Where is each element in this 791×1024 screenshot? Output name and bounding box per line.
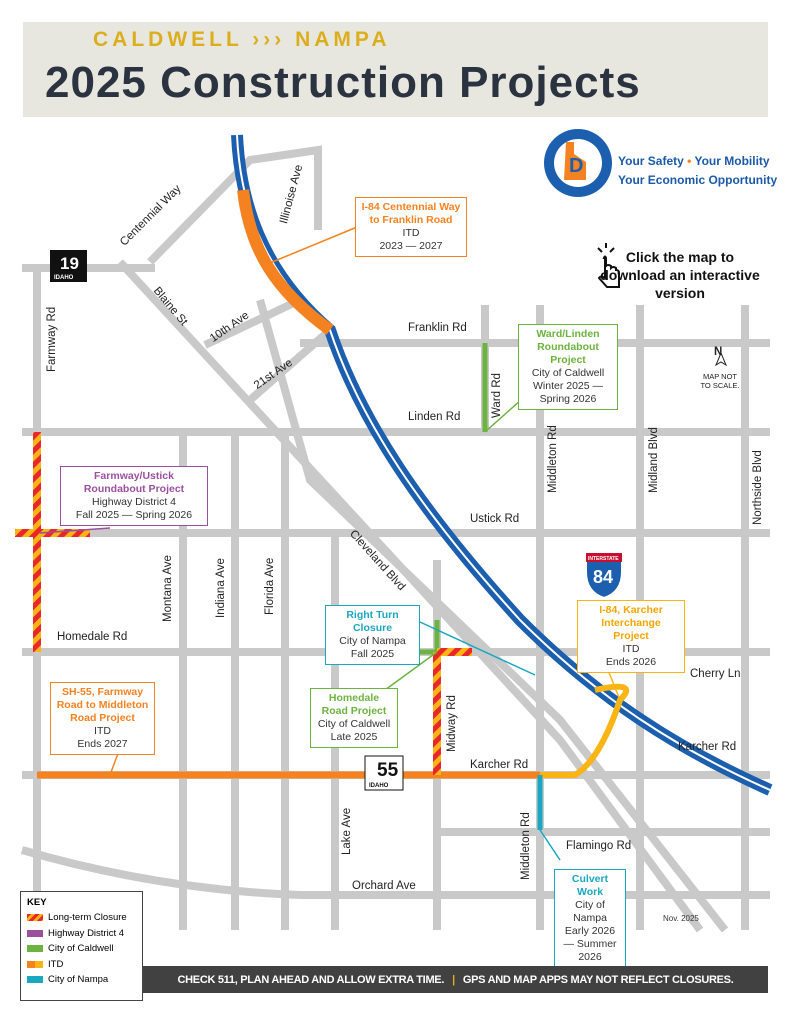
i84-number: 84	[593, 567, 613, 587]
road-label-flamingo: Flamingo Rd	[566, 840, 632, 852]
map-date: Nov. 2025	[663, 914, 699, 923]
project-callout-sh55[interactable]: SH-55, Farmway Road to Middleton Road Pr…	[50, 682, 155, 755]
karcher-interchange-line	[540, 683, 629, 778]
key-item-itd: ITD	[27, 957, 136, 973]
road-label-franklin: Franklin Rd	[408, 322, 467, 334]
key-item-nampa: City of Nampa	[27, 972, 136, 988]
road-label-midway: Midway Rd	[446, 695, 458, 752]
key-item-hd4: Highway District 4	[27, 926, 136, 942]
sh19-shield: 19 IDAHO	[50, 250, 87, 282]
road-label-ward: Ward Rd	[491, 373, 503, 418]
road-label-midland: Midland Blvd	[648, 427, 660, 493]
road-label-karcher-east: Karcher Rd	[678, 741, 737, 753]
road-label-middleton-south: Middleton Rd	[520, 812, 532, 880]
road-label-cherry: Cherry Ln	[690, 668, 741, 680]
road-label-homedale: Homedale Rd	[57, 631, 128, 643]
road-label-northside: Northside Blvd	[752, 450, 764, 525]
north-arrow-icon	[714, 351, 728, 367]
road-label-linden: Linden Rd	[408, 411, 461, 423]
i84-shield: INTERSTATE 84	[585, 553, 623, 600]
key-item-closure: Long-term Closure	[27, 910, 136, 926]
itd-logo: D	[544, 129, 612, 197]
road-label-karcher: Karcher Rd	[470, 759, 529, 771]
pointer-hand-icon	[597, 243, 620, 288]
footer-banner: CHECK 511, PLAN AHEAD AND ALLOW EXTRA TI…	[143, 966, 768, 993]
long-term-closures	[15, 432, 472, 775]
map-key: KEY Long-term Closure Highway District 4…	[20, 891, 143, 1001]
road-label-montana: Montana Ave	[162, 555, 174, 622]
road-label-lake: Lake Ave	[341, 807, 353, 855]
road-label-florida: Florida Ave	[264, 557, 276, 615]
key-item-caldwell: City of Caldwell	[27, 941, 136, 957]
page-title: 2025 Construction Projects	[45, 58, 641, 107]
subtitle: CALDWELL ››› NAMPA	[93, 28, 391, 51]
download-map-link[interactable]: Click the map to download an interactive…	[600, 249, 760, 301]
svg-text:D: D	[569, 155, 583, 177]
i84-centennial-project-line	[237, 189, 334, 335]
scale-note: MAP NOT TO SCALE.	[700, 372, 740, 390]
header: CALDWELL ››› NAMPA 2025 Construction Pro…	[23, 22, 768, 117]
key-title: KEY	[27, 897, 47, 908]
sh19-number: 19	[60, 254, 79, 273]
sh19-idaho-label: IDAHO	[54, 275, 74, 281]
north-label: N	[714, 346, 723, 358]
road-label-middleton: Middleton Rd	[547, 425, 559, 493]
road-label-orchard: Orchard Ave	[352, 880, 416, 892]
road-label-ustick: Ustick Rd	[470, 513, 520, 525]
road-label-indiana: Indiana Ave	[215, 558, 227, 618]
sh55-idaho-label: IDAHO	[369, 783, 389, 789]
sh55-shield: 55 IDAHO	[364, 755, 404, 791]
road-label-farmway: Farmway Rd	[46, 306, 58, 372]
sh55-number: 55	[377, 760, 399, 781]
callout-leaders	[39, 224, 621, 861]
i84-interstate-label: INTERSTATE	[588, 556, 619, 562]
